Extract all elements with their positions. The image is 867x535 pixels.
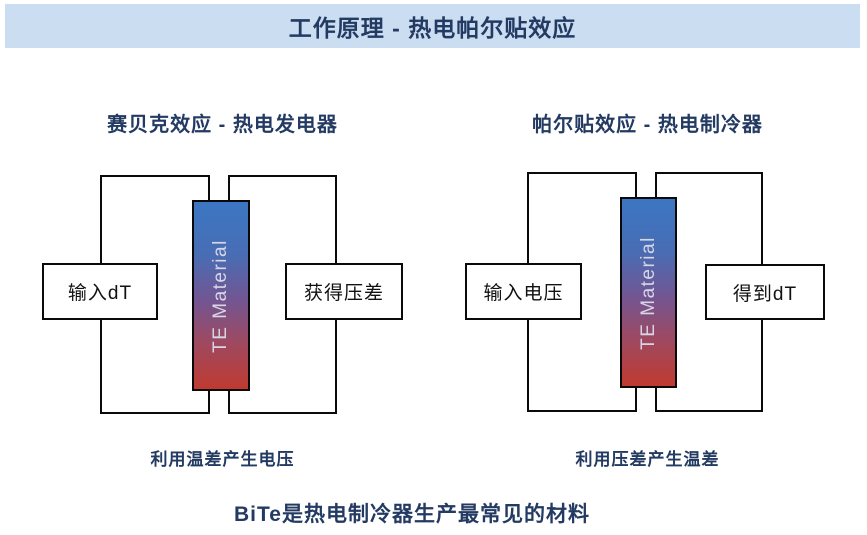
seebeck-input-box: 输入dT [42,263,158,320]
peltier-heading: 帕尔贴效应 - 热电制冷器 [532,114,763,136]
te-material-label: TE Material [637,235,659,350]
peltier-input-box: 输入电压 [465,263,582,320]
footer-note: BiTe是热电制冷器生产最常见的材料 [234,503,590,526]
peltier-input-label: 输入电压 [483,283,564,304]
seebeck-heading: 赛贝克效应 - 热电发电器 [107,114,338,136]
peltier-output-label: 得到dT [732,283,798,305]
seebeck-diagram: 赛贝克效应 - 热电发电器 TE Material 输入dT 获得压差 利用温差… [30,100,415,485]
seebeck-input-label: 输入dT [67,283,133,304]
peltier-caption: 利用压差产生温差 [575,450,720,469]
seebeck-caption: 利用温差产生电压 [150,450,295,469]
page-title: 工作原理 - 热电帕尔贴效应 [288,15,577,41]
peltier-diagram: 帕尔贴效应 - 热电制冷器 TE Material 输入电压 得到dT 利用压差… [455,100,840,485]
title-bar: 工作原理 - 热电帕尔贴效应 [5,4,860,48]
te-material-label: TE Material [210,238,231,353]
seebeck-te-material-bar: TE Material [192,200,250,391]
seebeck-output-box: 获得压差 [285,263,403,320]
peltier-output-box: 得到dT [705,264,825,320]
seebeck-output-label: 获得压差 [303,283,384,304]
peltier-te-material-bar: TE Material [620,197,677,388]
